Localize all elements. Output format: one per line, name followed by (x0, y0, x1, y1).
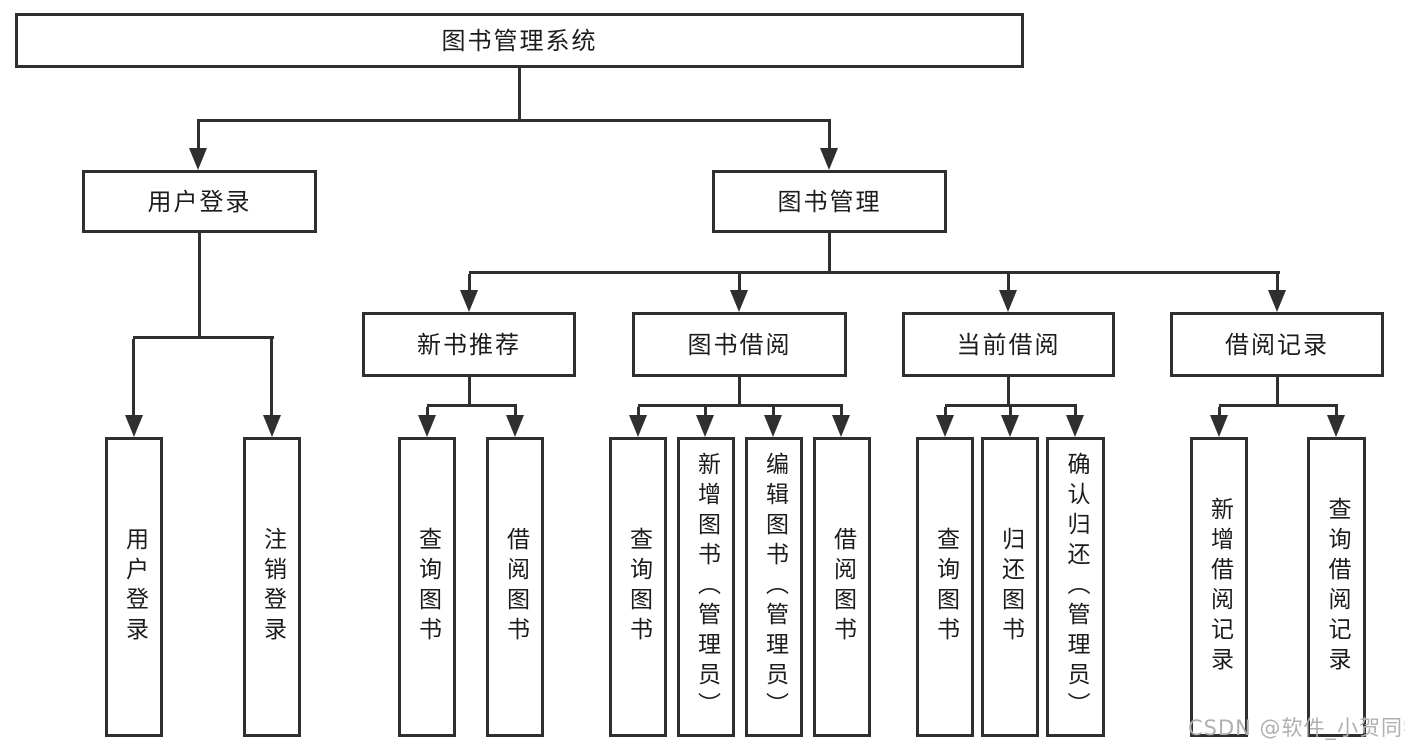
connector-to-nb-borrow (514, 407, 517, 415)
arrow-down-icon (730, 290, 748, 312)
connector-to-new-book-rec (468, 274, 471, 290)
arrow-down-icon (696, 415, 714, 437)
connector-user-login-bus (133, 336, 274, 339)
node-book-management: 图书管理 (712, 170, 947, 233)
arrow-down-icon (1268, 290, 1286, 312)
connector-book-borrow-bus (638, 404, 843, 407)
connector-to-current-borrow (1007, 274, 1010, 290)
arrow-down-icon (999, 290, 1017, 312)
node-br-add-record: 新增借阅记录 (1190, 437, 1248, 737)
arrow-down-icon (506, 415, 524, 437)
node-leaf-logout: 注销登录 (243, 437, 301, 737)
connector-to-bb-query (637, 407, 640, 415)
connector-to-leaf-user-login (132, 339, 135, 415)
connector-current-borrow-bus (945, 404, 1077, 407)
connector-to-cb-confirm (1074, 407, 1077, 415)
node-user-login: 用户登录 (82, 170, 317, 233)
node-bb-borrow-book: 借阅图书 (813, 437, 871, 737)
arrow-down-icon (1066, 415, 1084, 437)
node-cb-confirm-return-admin: 确认归还（管理员） (1046, 437, 1105, 737)
connector-to-book-borrow (738, 274, 741, 290)
connector-book-borrow-stem (738, 377, 741, 407)
connector-root-bus (197, 119, 831, 122)
connector-book-mgmt-bus (469, 271, 1280, 274)
node-cb-return-book: 归还图书 (981, 437, 1039, 737)
connector-to-leaf-logout (270, 339, 273, 415)
connector-root-stem (518, 68, 521, 122)
node-bb-add-book-admin: 新增图书（管理员） (677, 437, 735, 737)
connector-current-borrow-stem (1007, 377, 1010, 407)
connector-to-nb-query (426, 407, 429, 415)
node-new-book-recommendation: 新书推荐 (362, 312, 576, 377)
node-bb-query-book: 查询图书 (609, 437, 667, 737)
connector-borrow-record-bus (1219, 404, 1338, 407)
node-current-borrowing: 当前借阅 (902, 312, 1115, 377)
connector-borrow-record-stem (1276, 377, 1279, 407)
connector-to-cb-return (1009, 407, 1012, 415)
connector-user-login-stem (198, 233, 201, 339)
node-library-management-system: 图书管理系统 (15, 13, 1024, 68)
node-leaf-user-login: 用户登录 (105, 437, 163, 737)
node-borrowing-records: 借阅记录 (1170, 312, 1384, 377)
arrow-down-icon (820, 148, 838, 170)
connector-to-user-login (197, 122, 200, 150)
node-book-borrowing: 图书借阅 (632, 312, 847, 377)
arrow-down-icon (1327, 415, 1345, 437)
node-br-query-record: 查询借阅记录 (1307, 437, 1366, 737)
connector-book-mgmt-stem (828, 233, 831, 274)
arrow-down-icon (1001, 415, 1019, 437)
node-cb-query-book: 查询图书 (916, 437, 974, 737)
connector-to-cb-query (944, 407, 947, 415)
watermark: CSDN @软件_小贺同学 (1188, 716, 1405, 740)
connector-new-book-rec-stem (468, 377, 471, 407)
connector-to-bb-edit (772, 407, 775, 415)
arrow-down-icon (460, 290, 478, 312)
connector-new-book-rec-bus (427, 404, 517, 407)
arrow-down-icon (936, 415, 954, 437)
arrow-down-icon (189, 148, 207, 170)
arrow-down-icon (1210, 415, 1228, 437)
connector-to-book-mgmt (828, 122, 831, 150)
arrow-down-icon (832, 415, 850, 437)
node-nb-query-book: 查询图书 (398, 437, 456, 737)
node-bb-edit-book-admin: 编辑图书（管理员） (745, 437, 803, 737)
arrow-down-icon (125, 415, 143, 437)
connector-to-bb-borrow (840, 407, 843, 415)
connector-to-br-add (1218, 407, 1221, 415)
arrow-down-icon (263, 415, 281, 437)
arrow-down-icon (629, 415, 647, 437)
connector-to-bb-add (704, 407, 707, 415)
connector-to-br-query (1335, 407, 1338, 415)
connector-to-borrow-record (1276, 274, 1279, 290)
node-nb-borrow-book: 借阅图书 (486, 437, 544, 737)
arrow-down-icon (418, 415, 436, 437)
arrow-down-icon (764, 415, 782, 437)
